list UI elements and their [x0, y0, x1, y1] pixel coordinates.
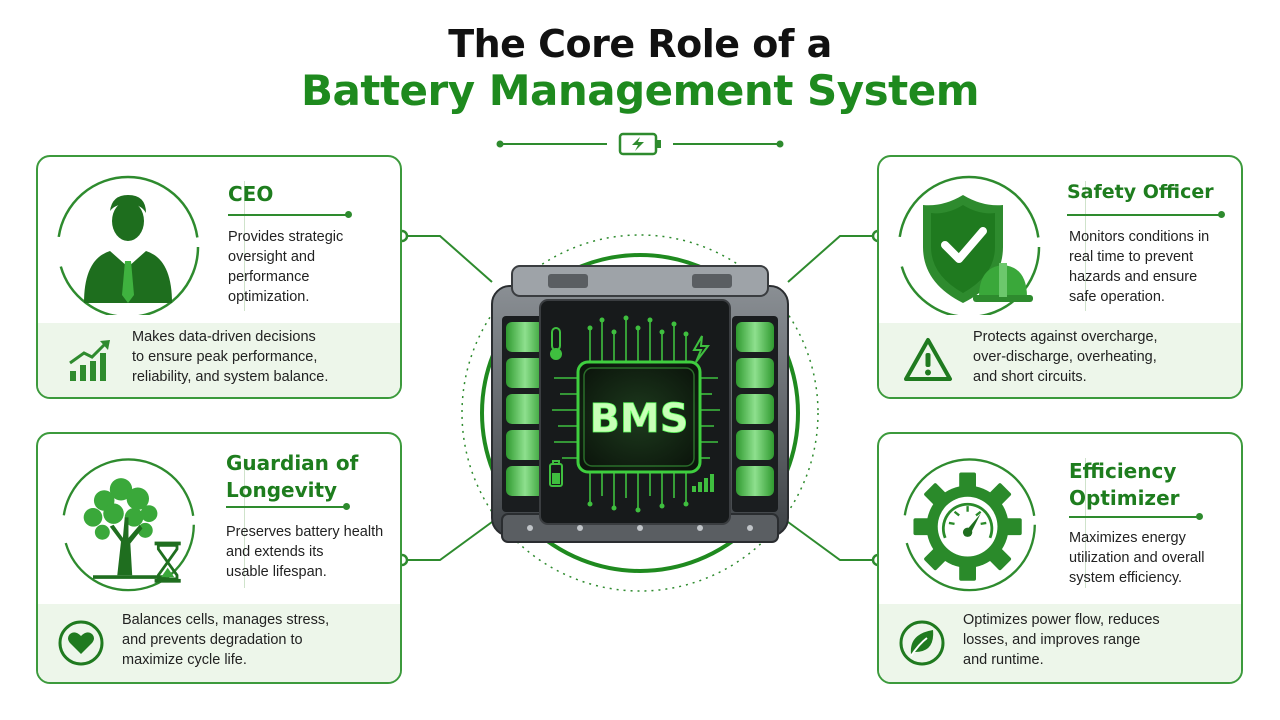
description-line: Maximizes energy: [1069, 530, 1186, 546]
description-line: Preserves battery health: [226, 524, 384, 540]
battery-charging-icon: [618, 132, 661, 156]
card-heading: Efficiency Optimizer: [1069, 458, 1180, 512]
detail-line: Optimizes power flow, reduces: [963, 612, 1160, 628]
detail-line: Protects against overcharge,: [973, 329, 1158, 345]
battery-cells-right: [732, 316, 778, 512]
description-line: optimization.: [228, 289, 310, 305]
bms-battery-pack: BMS: [461, 234, 819, 592]
battery-level-icon: [549, 460, 563, 487]
card-divider: [1085, 181, 1086, 311]
description-line: Monitors conditions in: [1069, 229, 1210, 245]
card-efficiency-optimizer: Efficiency Optimizer Maximizes energy ut…: [877, 432, 1243, 684]
description-line: and extends its: [226, 544, 324, 560]
heading-line: Guardian of: [226, 451, 359, 475]
gear-gauge-icon: [902, 458, 1036, 592]
tree-hourglass-icon: [61, 458, 195, 592]
detail-line: and prevents degradation to: [122, 632, 303, 648]
page-title-line-1: The Core Role of a: [448, 22, 832, 66]
card-detail-band: Makes data-driven decisions to ensure pe…: [38, 323, 400, 397]
detail-line: losses, and improves range: [963, 632, 1141, 648]
card-description: Maximizes energy utilization and overall…: [1069, 528, 1239, 588]
card-heading: Safety Officer: [1067, 181, 1214, 203]
detail-line: Balances cells, manages stress,: [122, 612, 330, 628]
detail-line: maximize cycle life.: [122, 652, 247, 668]
card-detail: Protects against overcharge, over-discha…: [973, 327, 1233, 387]
card-detail: Makes data-driven decisions to ensure pe…: [132, 327, 392, 387]
card-description: Monitors conditions in real time to prev…: [1069, 227, 1239, 307]
card-detail: Balances cells, manages stress, and prev…: [122, 610, 382, 670]
description-line: performance: [228, 269, 310, 285]
card-heading: Guardian of Longevity: [226, 450, 358, 504]
shield-check-hardhat-icon: [897, 175, 1041, 315]
heading-underline: [1069, 513, 1203, 520]
heart-icon: [58, 620, 104, 666]
description-line: Provides strategic: [228, 229, 344, 245]
card-divider: [1085, 458, 1086, 588]
card-description: Provides strategic oversight and perform…: [228, 227, 388, 307]
heading-underline: [228, 211, 352, 218]
heading-line: Efficiency: [1069, 459, 1177, 483]
circuit-board: BMS: [539, 299, 731, 525]
card-divider: [244, 181, 245, 311]
description-line: oversight and: [228, 249, 316, 265]
heading-line: Optimizer: [1069, 486, 1180, 510]
bms-chip-label: BMS: [589, 396, 688, 442]
leaf-icon: [899, 620, 945, 666]
title-divider: [496, 132, 784, 156]
detail-line: reliability, and system balance.: [132, 369, 329, 385]
detail-line: over-discharge, overheating,: [973, 349, 1157, 365]
card-description: Preserves battery health and extends its…: [226, 522, 398, 582]
heading-underline: [1067, 211, 1225, 218]
description-line: hazards and ensure: [1069, 269, 1198, 285]
heading-line: Longevity: [226, 478, 338, 502]
lightning-icon: [692, 335, 710, 363]
card-detail-band: Optimizes power flow, reduces losses, an…: [879, 604, 1241, 682]
description-line: system efficiency.: [1069, 570, 1183, 586]
hardhat-icon: [973, 263, 1033, 302]
card-detail-band: Protects against overcharge, over-discha…: [879, 323, 1241, 397]
signal-bars-icon: [692, 474, 714, 492]
description-line: utilization and overall: [1069, 550, 1205, 566]
description-line: real time to prevent: [1069, 249, 1194, 265]
growth-chart-icon: [69, 340, 110, 381]
card-guardian-of-longevity: Guardian of Longevity Preserves battery …: [36, 432, 402, 684]
detail-line: to ensure peak performance,: [132, 349, 318, 365]
description-line: usable lifespan.: [226, 564, 327, 580]
detail-line: Makes data-driven decisions: [132, 329, 316, 345]
businessman-icon: [56, 175, 200, 315]
thermometer-icon: [550, 327, 562, 360]
heading-underline: [226, 503, 350, 510]
warning-icon: [904, 338, 952, 381]
card-detail-band: Balances cells, manages stress, and prev…: [38, 604, 400, 682]
card-heading: CEO: [228, 182, 274, 206]
card-ceo: CEO Provides strategic oversight and per…: [36, 155, 402, 399]
card-safety-officer: Safety Officer Monitors conditions in re…: [877, 155, 1243, 399]
detail-line: and runtime.: [963, 652, 1044, 668]
card-divider: [244, 458, 245, 588]
card-detail: Optimizes power flow, reduces losses, an…: [963, 610, 1223, 670]
battery-cells-left: [502, 316, 548, 512]
detail-line: and short circuits.: [973, 369, 1087, 385]
description-line: safe operation.: [1069, 289, 1165, 305]
page-title-line-2: Battery Management System: [301, 66, 979, 115]
hourglass-icon: [154, 541, 181, 583]
